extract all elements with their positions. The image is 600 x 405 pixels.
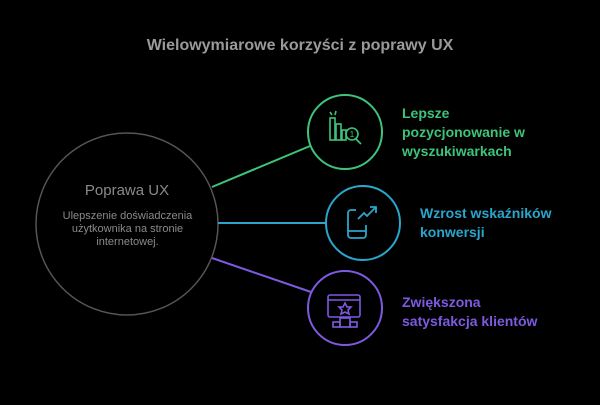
rated-podium-icon	[327, 294, 361, 328]
benefit-circle-green	[307, 94, 383, 170]
svg-text:1: 1	[350, 130, 355, 139]
benefit-circle-blue	[325, 185, 401, 261]
center-description: Ulepszenie doświadczenia użytkownika na …	[62, 210, 193, 248]
benefit-circle-purple	[307, 270, 383, 346]
ranking-search-icon: 1	[329, 110, 362, 145]
connector-purple	[211, 257, 312, 293]
mobile-growth-icon	[347, 206, 377, 239]
benefit-label-conversion: Wzrost wskaźników konwersji	[420, 205, 552, 240]
connector-green	[211, 145, 311, 188]
center-title: Poprawa UX	[84, 182, 170, 199]
benefit-label-satisfaction: Zwiększona satysfakcja klientów	[402, 294, 538, 329]
diagram-title: Wielowymiarowe korzyści z poprawy UX	[146, 37, 454, 54]
benefit-label-seo: Lepsze pozycjonowanie w wyszukiwarkach	[402, 105, 525, 159]
